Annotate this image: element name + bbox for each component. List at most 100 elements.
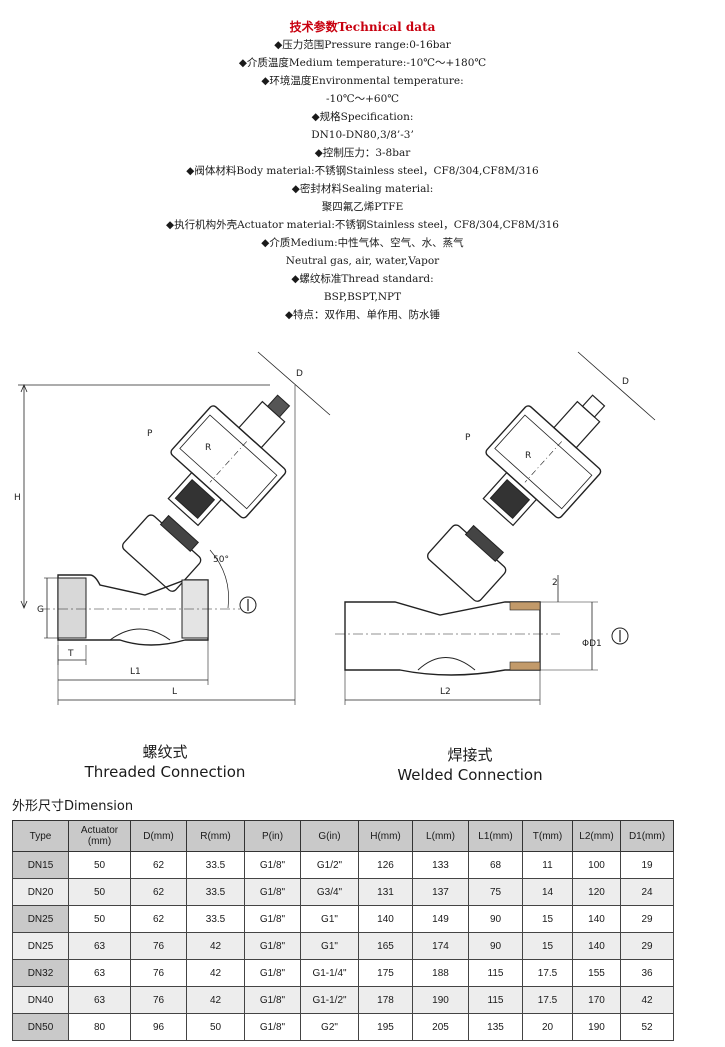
table-cell: G1-1/2" bbox=[300, 986, 359, 1014]
table-cell: 42 bbox=[186, 986, 245, 1014]
table-cell: 195 bbox=[358, 1013, 413, 1041]
header-d: D(mm) bbox=[130, 820, 187, 852]
table-row: DN40 63 76 42 G1/8" G1-1/2" 178 190 115 … bbox=[12, 986, 674, 1014]
spec-line-environment-temperature-value: -10℃～+60℃ bbox=[325, 93, 400, 105]
angle-50-label: 50° bbox=[213, 555, 229, 565]
table-row: DN25 63 76 42 G1/8" G1" 165 174 90 15 14… bbox=[12, 932, 674, 960]
dimension-g-label: G bbox=[37, 605, 44, 615]
table-cell: 11 bbox=[522, 851, 573, 879]
spec-line-pressure-range: ◆压力范围Pressure range:0-16bar bbox=[274, 39, 451, 51]
header-d1: D1(mm) bbox=[620, 820, 674, 852]
table-cell: DN15 bbox=[12, 851, 69, 879]
table-cell: 24 bbox=[620, 878, 674, 906]
table-cell: 50 bbox=[186, 1013, 245, 1041]
spec-line-control-pressure: ◆控制压力：3-8bar bbox=[314, 147, 411, 159]
technical-data-title: 技术参数Technical data bbox=[289, 20, 436, 34]
dimension-l-label: L bbox=[172, 687, 177, 697]
table-cell: 62 bbox=[130, 905, 187, 933]
table-cell: 17.5 bbox=[522, 959, 573, 987]
table-cell: 50 bbox=[68, 878, 131, 906]
table-cell: 140 bbox=[572, 905, 621, 933]
table-cell: 36 bbox=[620, 959, 674, 987]
table-cell: 90 bbox=[468, 932, 523, 960]
dimension-r-label-welded: R bbox=[525, 451, 531, 461]
table-cell: 165 bbox=[358, 932, 413, 960]
spec-line-thread-standard-value: BSP,BSPT,NPT bbox=[323, 291, 402, 303]
spec-line-actuator-material: ◆执行机构外壳Actuator material:不锈钢Stainless st… bbox=[166, 219, 559, 231]
table-cell: 15 bbox=[522, 905, 573, 933]
table-cell: 190 bbox=[412, 986, 469, 1014]
table-cell: G1/8" bbox=[244, 905, 301, 933]
spec-line-medium-temperature: ◆介质温度Medium temperature:-10℃～+180℃ bbox=[238, 57, 487, 69]
welded-connection-en: Welded Connection bbox=[397, 766, 543, 784]
table-cell: 96 bbox=[130, 1013, 187, 1041]
table-cell: 155 bbox=[572, 959, 621, 987]
table-cell: G2" bbox=[300, 1013, 359, 1041]
dimension-title: 外形尺寸Dimension bbox=[12, 799, 134, 814]
spec-line-environment-temperature: ◆环境温度Environmental temperature: bbox=[261, 75, 464, 87]
table-cell: DN20 bbox=[12, 878, 69, 906]
header-l: L(mm) bbox=[412, 820, 469, 852]
welded-connection-caption: 焊接式 Welded Connection bbox=[375, 745, 565, 785]
dimension-d-label-welded: D bbox=[622, 377, 629, 387]
table-cell: 175 bbox=[358, 959, 413, 987]
spec-line-specification-value: DN10-DN80,3/8’-3’ bbox=[311, 129, 414, 141]
table-cell: 63 bbox=[68, 932, 131, 960]
header-g: G(in) bbox=[300, 820, 359, 852]
dimension-l2-label: L2 bbox=[440, 687, 451, 697]
table-cell: 50 bbox=[68, 905, 131, 933]
table-cell: 52 bbox=[620, 1013, 674, 1041]
table-cell: G1/8" bbox=[244, 878, 301, 906]
table-cell: 170 bbox=[572, 986, 621, 1014]
table-cell: 76 bbox=[130, 932, 187, 960]
table-row: DN15 50 62 33.5 G1/8" G1/2" 126 133 68 1… bbox=[12, 851, 674, 879]
spec-line-specification: ◆规格Specification: bbox=[311, 111, 414, 123]
table-cell: 188 bbox=[412, 959, 469, 987]
valve-technical-drawing: H G T L1 L D P R 50° bbox=[14, 351, 656, 705]
threaded-connection-caption: 螺纹式 Threaded Connection bbox=[60, 742, 270, 782]
table-cell: 63 bbox=[68, 959, 131, 987]
spec-line-thread-standard: ◆螺纹标准Thread standard: bbox=[291, 273, 434, 285]
table-cell: 120 bbox=[572, 878, 621, 906]
table-cell: G1/8" bbox=[244, 959, 301, 987]
table-cell: DN40 bbox=[12, 986, 69, 1014]
table-cell: 14 bbox=[522, 878, 573, 906]
dimension-d1-label: ΦD1 bbox=[582, 639, 602, 649]
table-cell: 137 bbox=[412, 878, 469, 906]
dimension-d-label: D bbox=[296, 369, 303, 379]
spec-line-body-material: ◆阀体材料Body material:不锈钢Stainless steel，CF… bbox=[186, 165, 539, 177]
table-cell: G3/4" bbox=[300, 878, 359, 906]
table-row: DN32 63 76 42 G1/8" G1-1/4" 175 188 115 … bbox=[12, 959, 674, 987]
table-cell: 68 bbox=[468, 851, 523, 879]
header-r: R(mm) bbox=[186, 820, 245, 852]
threaded-connection-cn: 螺纹式 bbox=[142, 743, 188, 761]
header-l2: L2(mm) bbox=[572, 820, 621, 852]
spec-line-sealing-material-value: 聚四氟乙烯PTFE bbox=[321, 201, 404, 213]
dimension-l1-label: L1 bbox=[130, 667, 141, 677]
table-cell: 33.5 bbox=[186, 905, 245, 933]
table-cell: G1/8" bbox=[244, 932, 301, 960]
header-l1: L1(mm) bbox=[468, 820, 523, 852]
table-cell: 75 bbox=[468, 878, 523, 906]
table-cell: 33.5 bbox=[186, 878, 245, 906]
table-cell: 20 bbox=[522, 1013, 573, 1041]
dimension-2-label: 2 bbox=[552, 578, 558, 588]
table-cell: 90 bbox=[468, 905, 523, 933]
technical-data-block: 技术参数Technical data ◆压力范围Pressure range:0… bbox=[0, 18, 725, 324]
table-cell: G1" bbox=[300, 905, 359, 933]
dimension-r-label: R bbox=[205, 443, 211, 453]
spec-line-medium: ◆介质Medium:中性气体、空气、水、蒸气 bbox=[261, 237, 464, 249]
welded-valve-drawing: D P R 2 ΦD1 L2 bbox=[335, 351, 656, 705]
table-cell: DN32 bbox=[12, 959, 69, 987]
table-cell: G1" bbox=[300, 932, 359, 960]
table-cell: G1/2" bbox=[300, 851, 359, 879]
table-cell: G1-1/4" bbox=[300, 959, 359, 987]
table-cell: 19 bbox=[620, 851, 674, 879]
table-cell: 174 bbox=[412, 932, 469, 960]
table-cell: G1/8" bbox=[244, 851, 301, 879]
dimension-p-label: P bbox=[147, 429, 153, 439]
table-cell: 100 bbox=[572, 851, 621, 879]
table-cell: 29 bbox=[620, 905, 674, 933]
table-cell: G1/8" bbox=[244, 986, 301, 1014]
table-cell: 50 bbox=[68, 851, 131, 879]
